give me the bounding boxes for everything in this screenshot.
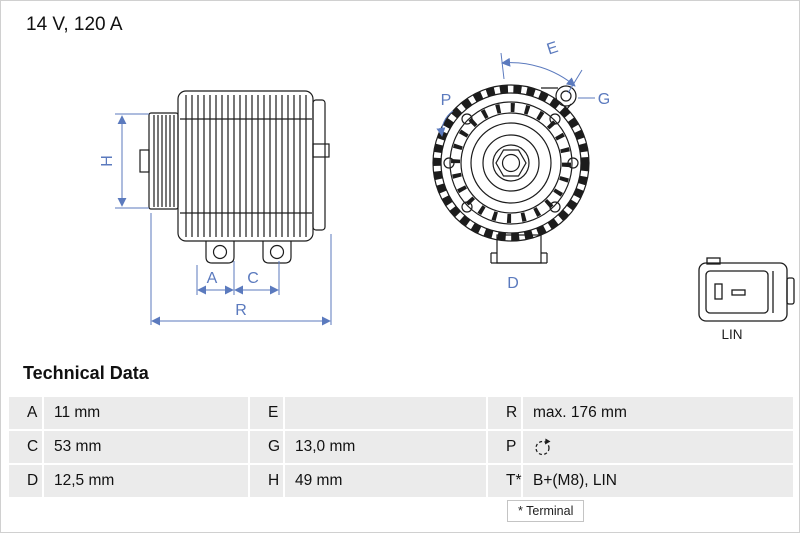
front-view-dimensions <box>436 52 595 137</box>
dim-label-R: R <box>235 302 247 319</box>
tech-T-label: T* <box>488 465 522 497</box>
dim-label-E: E <box>545 39 560 58</box>
dim-label-H: H <box>99 155 116 167</box>
tech-E-label: E <box>250 397 283 429</box>
tech-D-label: D <box>9 465 42 497</box>
dim-label-G: G <box>598 91 610 108</box>
tech-R-label: R <box>488 397 521 429</box>
tech-P-value <box>523 431 793 463</box>
terminal-footnote: * Terminal <box>507 500 585 522</box>
connector-label: LIN <box>721 327 742 342</box>
tech-T-value: B+(M8), LIN <box>523 465 793 497</box>
technical-data-title: Technical Data <box>23 363 149 383</box>
rotation-direction-icon <box>535 438 551 455</box>
dim-label-P: P <box>441 92 452 109</box>
tech-G-label: G <box>250 431 283 463</box>
front-view-drawing <box>432 84 590 264</box>
dim-label-A: A <box>207 270 218 287</box>
technical-data-table: A 11 mm E R max. 176 mm C 53 mm G 13,0 m… <box>9 397 793 497</box>
dim-label-D: D <box>507 275 519 292</box>
tech-A-label: A <box>9 397 42 429</box>
tech-H-label: H <box>250 465 283 497</box>
tech-G-value: 13,0 mm <box>285 431 486 463</box>
page-title: 14 V, 120 A <box>26 14 123 35</box>
side-view-dimensions <box>115 113 332 326</box>
connector-drawing <box>698 257 795 322</box>
tech-C-label: C <box>9 431 42 463</box>
tech-C-value: 53 mm <box>44 431 248 463</box>
tech-A-value: 11 mm <box>44 397 248 429</box>
tech-R-value: max. 176 mm <box>523 397 793 429</box>
tech-E-value <box>285 397 486 429</box>
tech-D-value: 12,5 mm <box>44 465 248 497</box>
tech-P-label: P <box>488 431 521 463</box>
dim-label-C: C <box>247 270 259 287</box>
side-view-drawing <box>139 90 330 264</box>
tech-H-value: 49 mm <box>285 465 486 497</box>
